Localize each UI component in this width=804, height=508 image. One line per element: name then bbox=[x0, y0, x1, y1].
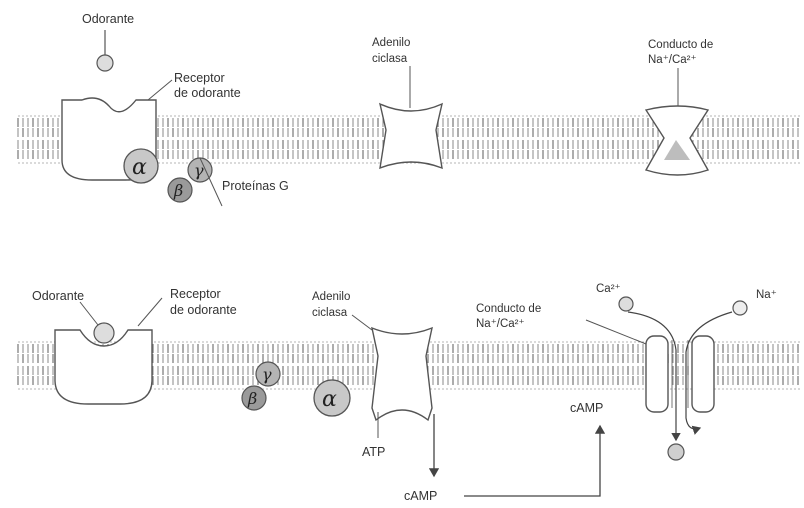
top-receptor-label-1: Receptor bbox=[174, 71, 225, 85]
bottom-receptor-label-1: Receptor bbox=[170, 287, 221, 301]
top-panel: Odorante Receptor de odorante α γ β Prot… bbox=[18, 12, 800, 206]
bottom-channel-label-1: Conducto de bbox=[476, 303, 541, 315]
bottom-alpha-symbol: α bbox=[322, 387, 337, 412]
ca-ion-inside bbox=[668, 444, 684, 460]
bottom-cyclase-label-2: ciclasa bbox=[312, 307, 348, 319]
bottom-receptor-label-2: de odorante bbox=[170, 303, 237, 317]
bottom-cyclase-label-1: Adenilo bbox=[312, 291, 350, 303]
top-adenylyl-cyclase: Adenilo ciclasa bbox=[372, 37, 442, 168]
top-g-proteins-label: Proteínas G bbox=[222, 179, 289, 193]
bottom-odorant-label: Odorante bbox=[32, 289, 84, 303]
bottom-cation-channel: Conducto de Na⁺/Ca²⁺ Ca²⁺ Na⁺ bbox=[476, 283, 777, 460]
bottom-odorant-molecule bbox=[94, 323, 114, 343]
top-beta-symbol: β bbox=[173, 181, 183, 200]
ca-ion-label: Ca²⁺ bbox=[596, 283, 621, 295]
bottom-channel-label-2: Na⁺/Ca²⁺ bbox=[476, 318, 525, 330]
bottom-odorant-leader bbox=[80, 302, 98, 325]
top-channel-label-2: Na⁺/Ca²⁺ bbox=[648, 54, 697, 66]
bottom-beta-symbol: β bbox=[247, 389, 257, 408]
na-ion-label: Na⁺ bbox=[756, 289, 777, 301]
top-channel-label-1: Conducto de bbox=[648, 39, 713, 51]
bottom-channel-right-wall bbox=[692, 336, 714, 412]
bottom-panel: Odorante Receptor de odorante γ β α Aden… bbox=[18, 283, 800, 503]
bottom-channel-left-wall bbox=[646, 336, 668, 412]
bottom-cyclase-body bbox=[372, 328, 432, 420]
bottom-gamma-symbol: γ bbox=[262, 365, 272, 384]
top-odorant-label: Odorante bbox=[82, 12, 134, 26]
camp-to-channel-arrow bbox=[464, 426, 600, 496]
camp-label-bottom: cAMP bbox=[404, 489, 437, 503]
top-odorant-molecule bbox=[97, 55, 113, 71]
bottom-receptor: Odorante Receptor de odorante bbox=[32, 287, 237, 404]
top-cyclase-label-2: ciclasa bbox=[372, 53, 408, 65]
ca-ion-outside bbox=[619, 297, 633, 311]
top-alpha-symbol: α bbox=[132, 155, 147, 180]
top-receptor-label-2: de odorante bbox=[174, 86, 241, 100]
top-odorant: Odorante bbox=[82, 12, 134, 71]
top-channel-body bbox=[646, 106, 708, 175]
camp-label-channel: cAMP bbox=[570, 401, 603, 415]
bottom-adenylyl-cyclase: Adenilo ciclasa ATP cAMP cAMP bbox=[312, 291, 603, 503]
atp-label: ATP bbox=[362, 445, 385, 459]
top-cyclase-label-1: Adenilo bbox=[372, 37, 410, 49]
top-cyclase-body bbox=[380, 104, 442, 168]
top-receptor-leader bbox=[148, 80, 172, 100]
na-ion-outside bbox=[733, 301, 747, 315]
bottom-channel-leader bbox=[586, 320, 646, 344]
top-g-proteins: α γ β Proteínas G bbox=[124, 149, 289, 206]
bottom-cyclase-leader bbox=[352, 315, 372, 330]
bottom-receptor-leader bbox=[138, 298, 162, 326]
